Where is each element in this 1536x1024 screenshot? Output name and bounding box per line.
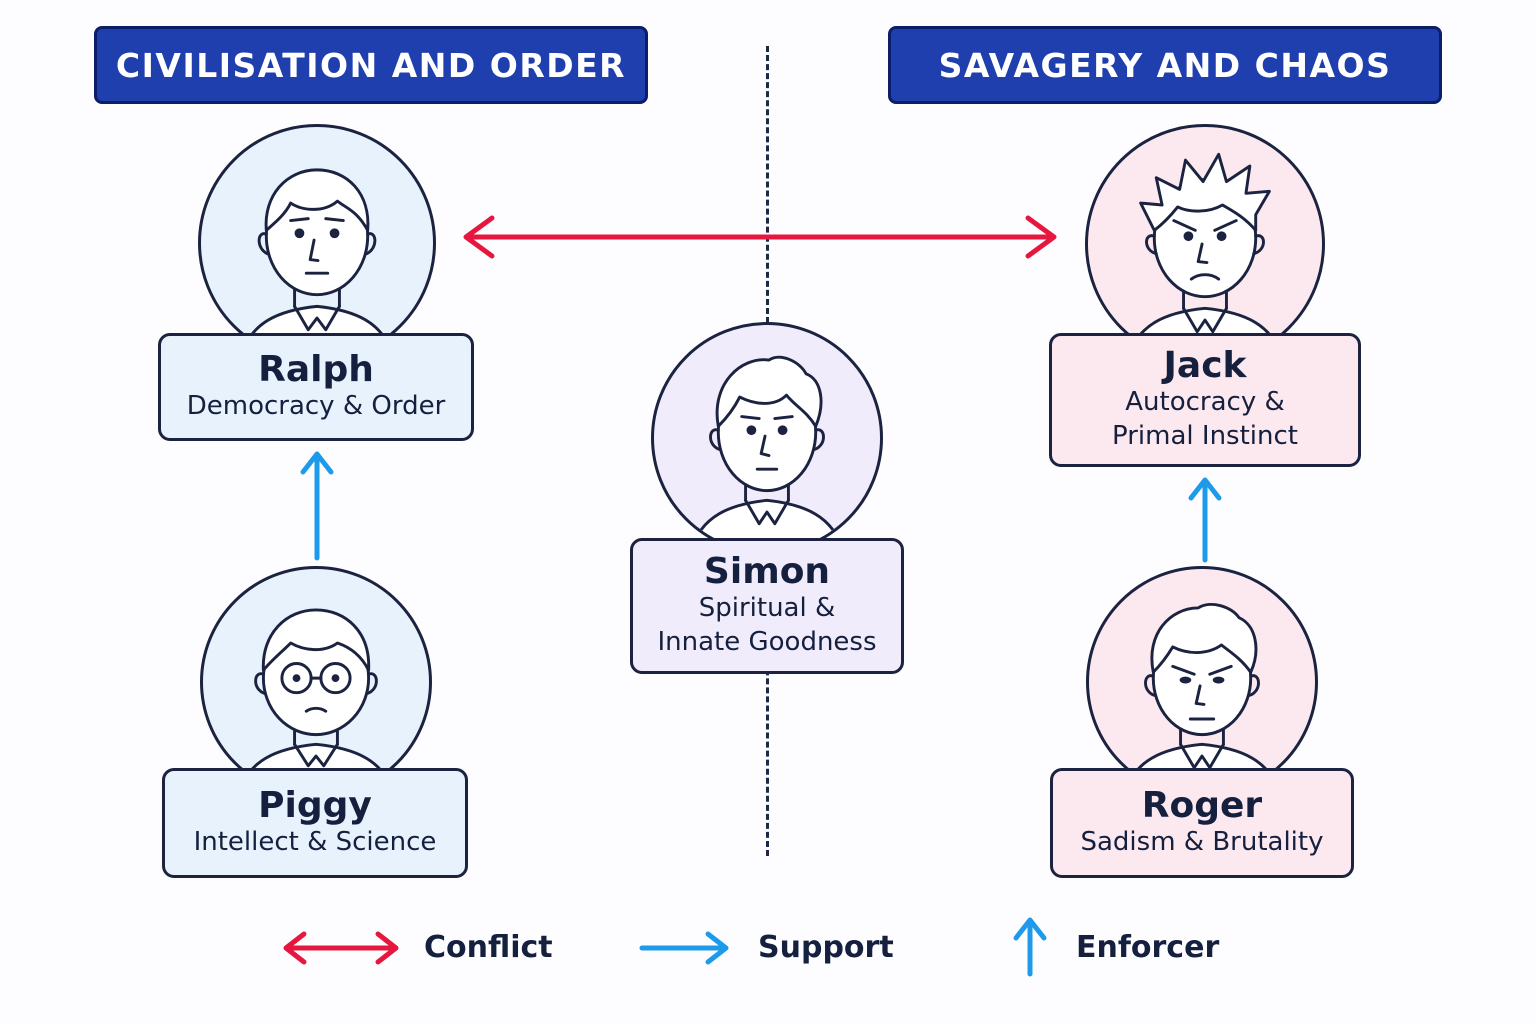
- legend-conflict-icon: [283, 931, 399, 965]
- legend-enforcer-label: Enforcer: [1076, 930, 1220, 965]
- civilisation-header-label: CIVILISATION AND ORDER: [115, 45, 627, 85]
- roger-name: Roger: [1141, 784, 1263, 826]
- ralph-card: Ralph Democracy & Order: [158, 333, 474, 441]
- simon-role-line-1: Spiritual &: [698, 593, 836, 624]
- legend-enforcer-icon: [1013, 917, 1047, 977]
- jack-card: Jack Autocracy & Primal Instinct: [1049, 333, 1361, 467]
- piggy-role: Intellect & Science: [193, 827, 437, 858]
- legend-support-icon: [639, 931, 729, 965]
- simon-role-line-2: Innate Goodness: [657, 627, 877, 658]
- roger-portrait-icon: [1086, 566, 1318, 798]
- jack-portrait-icon: [1085, 124, 1325, 364]
- enforcer-arrow-roger-jack: [1188, 477, 1222, 563]
- ralph-portrait-icon: [198, 124, 436, 362]
- ralph-name: Ralph: [258, 348, 374, 390]
- roger-role: Sadism & Brutality: [1080, 827, 1324, 858]
- jack-name: Jack: [1163, 345, 1247, 387]
- jack-role-line-2: Primal Instinct: [1112, 421, 1298, 452]
- jack-role-line-1: Autocracy &: [1125, 387, 1285, 418]
- ralph-role: Democracy & Order: [186, 391, 446, 422]
- legend-conflict-label: Conflict: [424, 930, 553, 965]
- conflict-arrow-ralph-jack: [463, 215, 1057, 259]
- simon-portrait-icon: [651, 322, 883, 554]
- legend-support-label: Support: [758, 930, 894, 965]
- piggy-card: Piggy Intellect & Science: [162, 768, 468, 878]
- simon-card: Simon Spiritual & Innate Goodness: [630, 538, 904, 674]
- support-arrow-piggy-ralph: [300, 451, 334, 561]
- savagery-header: SAVAGERY AND CHAOS: [888, 26, 1442, 104]
- simon-name: Simon: [703, 551, 831, 593]
- piggy-name: Piggy: [258, 784, 372, 826]
- civilisation-header: CIVILISATION AND ORDER: [94, 26, 648, 104]
- savagery-header-label: SAVAGERY AND CHAOS: [938, 45, 1392, 85]
- roger-card: Roger Sadism & Brutality: [1050, 768, 1354, 878]
- piggy-portrait-icon: [200, 566, 432, 798]
